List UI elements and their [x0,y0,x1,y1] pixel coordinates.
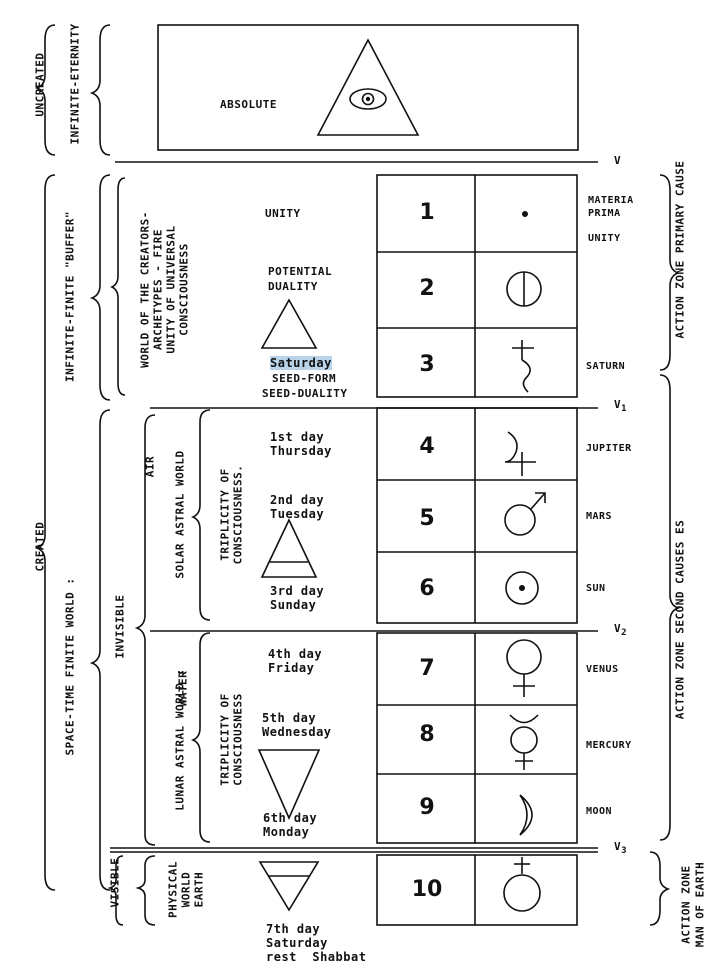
day7-label: 7th day [266,922,321,936]
day5-label: 5th day [262,711,317,725]
day3-name: Sunday [270,598,317,612]
number-9: 9 [419,795,435,820]
number-10: 10 [411,877,443,902]
duality-text: DUALITY [268,280,318,293]
archetypes-line-4: CONSCIOUSNESS [177,243,191,336]
absolute-label: ABSOLUTE [220,98,277,111]
jupiter-label: JUPITER [586,443,632,454]
number-3: 3 [419,352,435,377]
day7-rest: rest [266,950,297,964]
lunar-triplicity-line-1: TRIPLICITY OF [218,693,232,786]
lunar-triplicity-line-2: CONSCIOUSNESS [231,693,245,786]
infinite-eternity-label: INFINITE-ETERNITY [68,23,82,145]
sun-label: SUN [586,583,606,594]
number-4: 4 [419,434,435,459]
archetypes-line-2: ARCHETYPES - FIRE [151,228,165,351]
day3-label: 3rd day [270,584,325,598]
day6-label: 6th day [263,811,318,825]
level-v1: V [614,398,622,411]
materia-label: MATERIA [588,195,634,206]
level-v1-sub: 1 [621,404,628,415]
day5-name: Wednesday [262,725,332,739]
day1-label: 1st day [270,430,325,444]
uncreated-label: UNCREATED [33,52,47,117]
number-1: 1 [419,200,435,225]
grid-7-9 [376,632,578,844]
prima-label: PRIMA [588,208,621,219]
infinite-finite-buffer-label: INFINITE-FINITE "BUFFER" [63,211,77,382]
number-6: 6 [419,576,435,601]
unity-planet-label: UNITY [588,233,621,244]
earth-zone-line-2: MAN OF EARTH [693,861,707,948]
moon-label: MOON [586,806,613,817]
solar-world-line-1: SOLAR ASTRAL WORLD [173,450,187,579]
solar-triplicity-line-1: TRIPLICITY OF [218,468,232,561]
grid-1-3 [376,174,578,398]
day4-name: Friday [268,661,315,675]
level-v: V [614,154,622,167]
absolute-box [157,24,579,151]
mars-label: MARS [586,511,613,522]
level-v3: V [614,840,622,853]
potential-text: POTENTIAL [268,265,333,278]
visible-label: VISIBLE [108,857,122,908]
invisible-label: INVISIBLE [113,594,127,659]
day6-name: Monday [263,825,310,839]
earth-zone-line-1: ACTION ZONE [679,865,693,944]
solar-triplicity-line-2: CONSCIOUSNESS. [231,464,245,565]
second-causes-label: ACTION ZONE SECOND CAUSES ES [673,519,687,720]
grid-4-6 [376,407,578,624]
day2-name: Tuesday [270,507,325,521]
physical-line-3: EARTH [192,871,206,908]
day7-name: Saturday [266,936,328,950]
saturday-highlight: Saturday [270,356,332,370]
level-v2: V [614,622,622,635]
number-7: 7 [419,656,435,681]
physical-line-1: PHYSICAL [166,861,180,918]
primary-cause-label: ACTION ZONE PRIMARY CAUSE [673,160,687,339]
day2-label: 2nd day [270,493,325,507]
day1-name: Thursday [270,444,332,458]
number-8: 8 [419,722,435,747]
physical-line-2: WORLD [179,871,193,908]
level-v2-sub: 2 [621,628,628,639]
day4-label: 4th day [268,647,323,661]
seed-form-text: SEED-FORM [272,372,337,385]
archetypes-line-3: UNITY OF UNIVERSAL [164,225,178,354]
number-2: 2 [419,276,435,301]
saturn-label: SATURN [586,361,626,372]
archetypes-line-1: WORLD OF THE CREATORS- [138,211,152,368]
seed-duality-text: SEED-DUALITY [262,387,348,400]
day7-shabbat: Shabbat [312,950,367,964]
solar-world-line-2: AIR [143,455,157,478]
unity-text: UNITY [265,207,301,220]
mercury-label: MERCURY [586,740,632,751]
lunar-world-line-2: WATER [176,670,190,707]
created-label: CREATED [33,521,47,572]
venus-label: VENUS [586,664,619,675]
number-5: 5 [419,506,435,531]
grid-10 [376,854,578,926]
space-time-world-label: SPACE-TIME FINITE WORLD : [63,577,77,756]
level-v3-sub: 3 [621,846,628,857]
